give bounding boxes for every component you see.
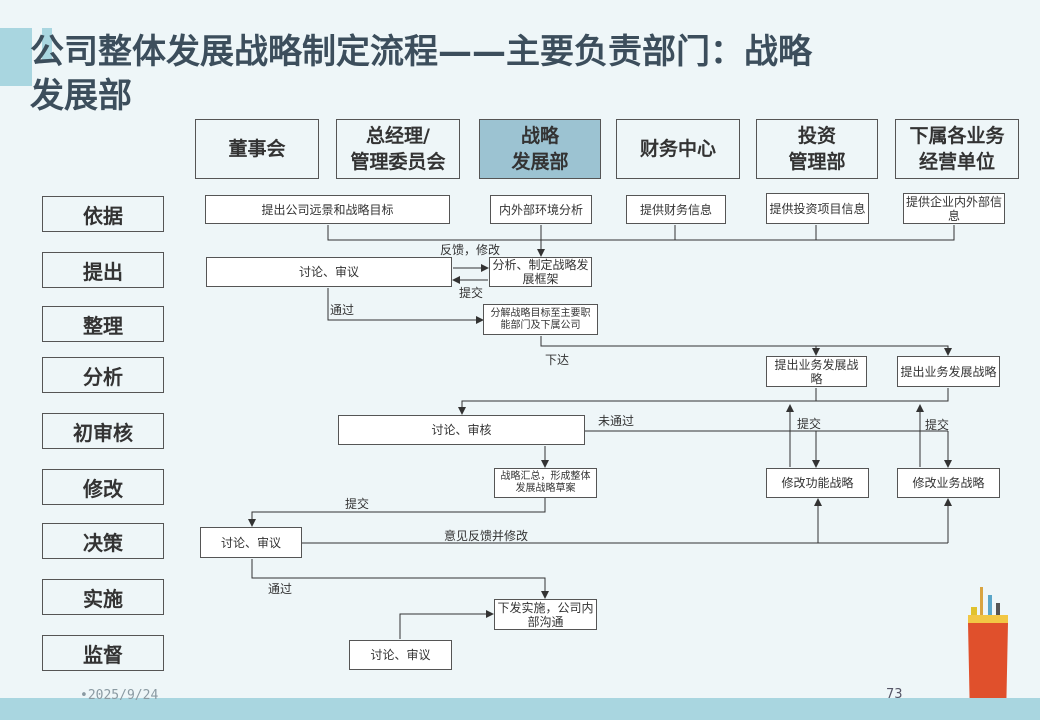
box-discuss-propose: 讨论、审议 — [206, 257, 452, 287]
stage-organize: 整理 — [42, 306, 164, 342]
bullet: • — [80, 688, 88, 703]
decor-square — [0, 28, 32, 86]
stage-implement: 实施 — [42, 579, 164, 615]
label-submit: 提交 — [345, 497, 370, 511]
label-submit: 提交 — [797, 417, 822, 431]
box-implement: 下发实施，公司内部沟通 — [494, 599, 597, 630]
label-submit: 提交 — [459, 286, 484, 300]
label-pass: 通过 — [330, 303, 355, 317]
dept-finance: 财务中心 — [616, 119, 740, 179]
box-units-info: 提供企业内外部信息 — [903, 193, 1005, 224]
stage-initial-review: 初审核 — [42, 413, 164, 449]
box-invest-info: 提供投资项目信息 — [766, 193, 869, 224]
box-decompose: 分解战略目标至主要职能部门及下属公司 — [483, 304, 598, 335]
label-issue: 下达 — [545, 353, 570, 367]
stage-revise: 修改 — [42, 469, 164, 505]
footer-date-value: 2025/9/24 — [87, 688, 159, 703]
stage-decide: 决策 — [42, 523, 164, 559]
label-opinion-feedback: 意见反馈并修改 — [444, 529, 529, 543]
dept-gm: 总经理/ 管理委员会 — [336, 119, 460, 179]
stage-analyze: 分析 — [42, 357, 164, 393]
box-biz-strategy-invest: 提出业务发展战略 — [766, 356, 867, 387]
decor-square-small — [42, 28, 52, 60]
pencil-cup-icon — [968, 587, 1008, 720]
page-number: 73 — [886, 687, 903, 702]
dept-units: 下属各业务 经营单位 — [895, 119, 1019, 179]
box-modify-functional: 修改功能战略 — [766, 468, 869, 498]
bottom-band — [0, 698, 1040, 720]
box-framework: 分析、制定战略发展框架 — [489, 257, 592, 287]
box-decide-discuss: 讨论、审议 — [200, 527, 302, 558]
dept-invest: 投资 管理部 — [756, 119, 878, 179]
box-env-analysis: 内外部环境分析 — [490, 195, 592, 224]
box-review: 讨论、审核 — [338, 415, 585, 445]
label-pass: 通过 — [268, 582, 293, 596]
dept-strategy: 战略 发展部 — [479, 119, 601, 179]
stage-basis: 依据 — [42, 196, 164, 232]
stage-propose: 提出 — [42, 252, 164, 288]
box-finance-info: 提供财务信息 — [626, 195, 726, 224]
footer-date: •2025/9/24 — [80, 688, 158, 703]
label-feedback: 反馈，修改 — [440, 243, 501, 257]
box-vision: 提出公司远景和战略目标 — [205, 195, 450, 224]
dept-board: 董事会 — [195, 119, 319, 179]
box-modify-business: 修改业务战略 — [897, 468, 1000, 498]
box-monitor-discuss: 讨论、审议 — [349, 640, 452, 670]
page-title: 公司整体发展战略制定流程——主要负责部门：战略发展部 — [30, 32, 812, 116]
label-not-pass: 未通过 — [598, 414, 635, 428]
label-submit: 提交 — [925, 418, 950, 432]
box-summary-draft: 战略汇总，形成整体发展战略草案 — [494, 468, 597, 498]
stage-supervise: 监督 — [42, 635, 164, 671]
box-biz-strategy-units: 提出业务发展战略 — [897, 356, 1000, 387]
